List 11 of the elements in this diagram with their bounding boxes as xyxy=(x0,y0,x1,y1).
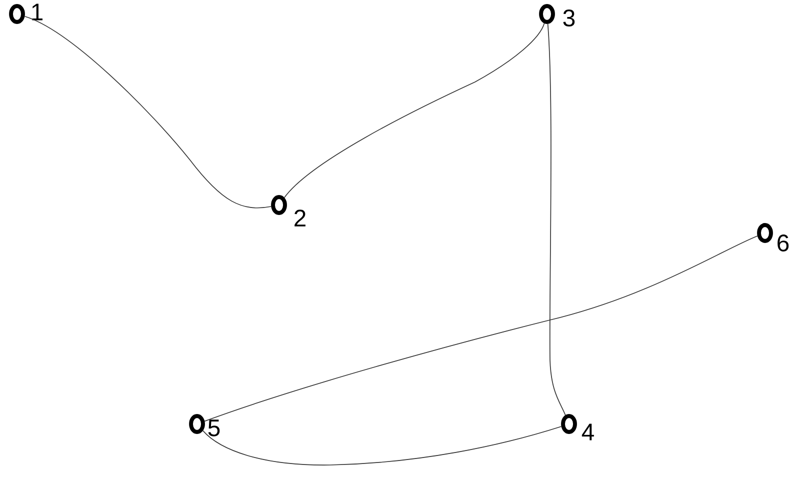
node-number: 5 xyxy=(208,420,220,436)
connector-line xyxy=(547,24,566,416)
connector-line xyxy=(24,16,272,208)
node-number: 4 xyxy=(582,424,594,440)
node-number: 1 xyxy=(32,4,42,20)
connector-line xyxy=(202,426,562,466)
node-number: 3 xyxy=(563,10,575,26)
node-number: 2 xyxy=(294,210,306,226)
connector-line xyxy=(284,22,545,198)
node-number: 6 xyxy=(778,234,789,252)
connector-line xyxy=(204,236,758,422)
